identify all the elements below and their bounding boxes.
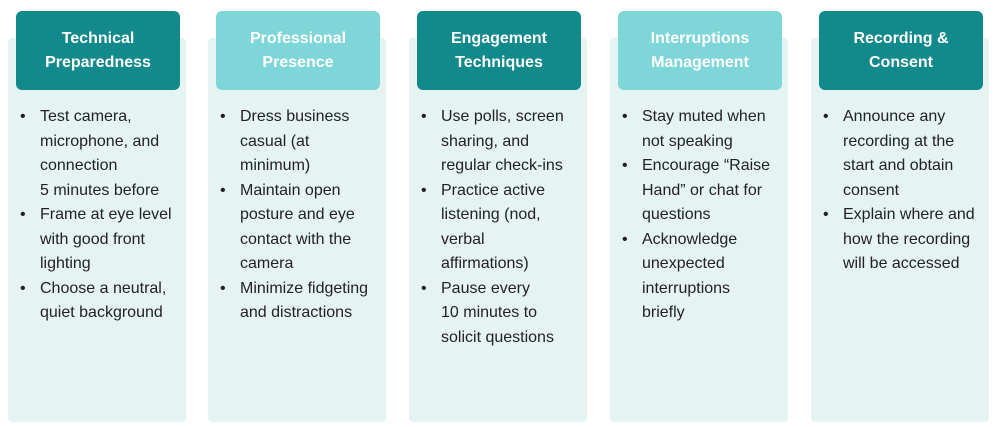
bullet-item: Frame at eye level with good front light… (20, 203, 186, 277)
bullet-item: Choose a neutral, quiet background (20, 277, 186, 326)
bullet-item: Announce any recording at the start and … (823, 105, 989, 203)
column-interruptions-management: Interruptions Management Stay muted when… (610, 0, 790, 427)
bullet-list: Test camera, microphone, and connection … (20, 105, 186, 326)
column-header: Professional Presence (216, 11, 380, 90)
bullet-list: Announce any recording at the start and … (823, 105, 989, 277)
bullet-item: Practice active listening (nod, verbal a… (421, 179, 587, 277)
bullet-item: Encourage “Raise Hand” or chat for quest… (622, 154, 788, 228)
bullet-item: Test camera, microphone, and connection … (20, 105, 186, 203)
bullet-item: Dress business casual (at minimum) (220, 105, 386, 179)
column-header: Interruptions Management (618, 11, 782, 90)
bullet-item: Acknowledge unexpected interruptions bri… (622, 228, 788, 326)
bullet-item: Pause every 10 minutes to solicit questi… (421, 277, 587, 351)
bullet-list: Stay muted when not speaking Encourage “… (622, 105, 788, 326)
bullet-item: Minimize fidgeting and distractions (220, 277, 386, 326)
column-header: Recording & Consent (819, 11, 983, 90)
bullet-item: Explain where and how the recording will… (823, 203, 989, 277)
column-header: Engagement Techniques (417, 11, 581, 90)
bullet-list: Use polls, screen sharing, and regular c… (421, 105, 587, 350)
bullet-item: Maintain open posture and eye contact wi… (220, 179, 386, 277)
column-recording-consent: Recording & Consent Announce any recordi… (811, 0, 991, 427)
bullet-item: Stay muted when not speaking (622, 105, 788, 154)
bullet-item: Use polls, screen sharing, and regular c… (421, 105, 587, 179)
column-engagement-techniques: Engagement Techniques Use polls, screen … (409, 0, 589, 427)
column-technical-preparedness: Technical Preparedness Test camera, micr… (8, 0, 188, 427)
column-header: Technical Preparedness (16, 11, 180, 90)
column-professional-presence: Professional Presence Dress business cas… (208, 0, 388, 427)
bullet-list: Dress business casual (at minimum) Maint… (220, 105, 386, 326)
